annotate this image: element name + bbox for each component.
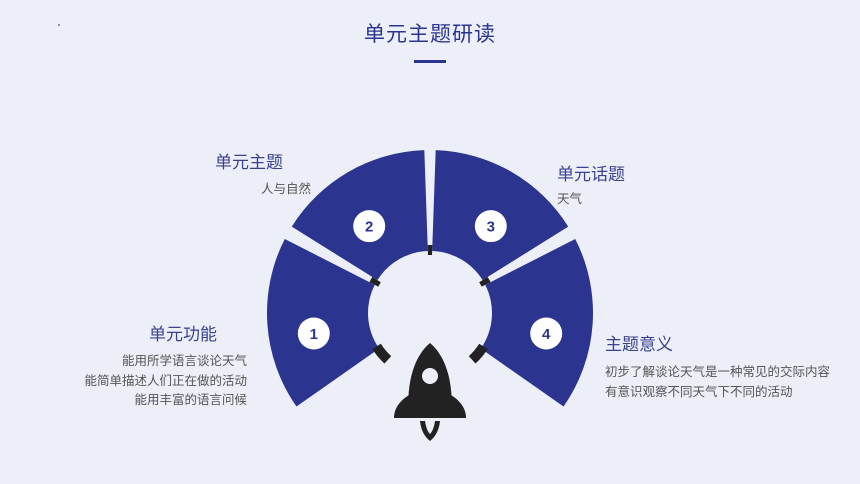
segment-2-text: 单元主题 人与自然	[215, 148, 311, 199]
segment-1-text: 单元功能 能用所学语言谈论天气 能简单描述人们正在做的活动 能用丰富的语言问候	[84, 320, 247, 410]
ring-connector	[427, 245, 433, 256]
segment-1-heading: 单元功能	[149, 325, 217, 345]
segment-1-line-2: 能简单描述人们正在做的活动	[84, 372, 247, 388]
segment-4-line-2: 有意识观察不同天气下不同的活动	[605, 383, 793, 399]
segment-3-number: 3	[487, 219, 495, 236]
title-underline	[414, 60, 446, 63]
ring-connector	[372, 343, 392, 364]
rocket-icon	[394, 343, 466, 441]
segment-2-number: 2	[365, 219, 373, 236]
segment-1-line-1: 能用所学语言谈论天气	[121, 353, 247, 368]
segment-3-heading: 单元话题	[557, 165, 625, 185]
segment-4-heading: 主题意义	[605, 335, 673, 355]
segment-4-line-1: 初步了解谈论天气是一种常见的交际内容	[605, 364, 831, 379]
segment-3-text: 单元话题 天气	[557, 160, 625, 209]
page-title: 单元主题研读	[364, 22, 496, 46]
segment-2-heading: 单元主题	[215, 153, 283, 173]
segment-3-line-1: 天气	[557, 191, 583, 206]
segment-1-badge: 1	[297, 317, 330, 350]
segment-4-number: 4	[542, 326, 551, 343]
segment-2-line-1: 人与自然	[261, 181, 312, 196]
ring-connector	[479, 276, 491, 287]
segment-1-line-3: 能用丰富的语言问候	[134, 392, 247, 407]
segment-4-text: 主题意义 初步了解谈论天气是一种常见的交际内容 有意识观察不同天气下不同的活动	[605, 330, 830, 401]
segment-1-number: 1	[310, 326, 318, 343]
segment-3-badge: 3	[474, 210, 507, 243]
segment-4-badge: 4	[530, 317, 563, 350]
ring-connector	[369, 276, 381, 287]
decorative-dot	[58, 24, 60, 26]
ring-connector	[468, 343, 488, 364]
segment-2-badge: 2	[353, 210, 386, 243]
